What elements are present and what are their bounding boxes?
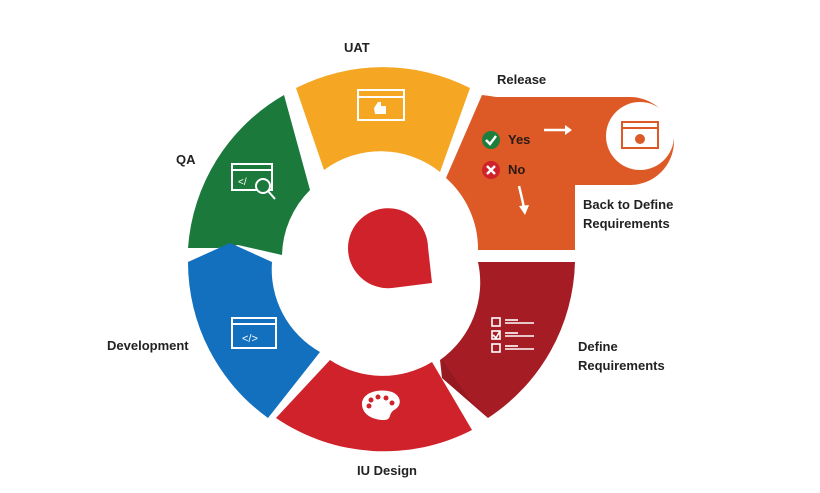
svg-text:</>: </>	[242, 333, 258, 345]
browser-code-icon: </>	[231, 317, 277, 349]
qa-segment	[188, 95, 310, 255]
back-to-define-label: Back to Define Requirements	[583, 195, 673, 233]
back-label-line2: Requirements	[583, 216, 670, 231]
browser-code-search-icon: </	[231, 163, 276, 200]
release-label: Release	[497, 72, 547, 87]
define-label: Define Requirements	[578, 337, 665, 375]
define-label-line1: Define	[578, 339, 618, 354]
browser-check-icon	[621, 121, 659, 149]
browser-thumbs-up-icon	[357, 89, 405, 121]
qa-label: QA	[176, 152, 196, 167]
checklist-icon	[491, 317, 534, 353]
paint-palette-icon	[362, 390, 400, 420]
arrow-down-icon	[517, 185, 529, 215]
design-label: IU Design	[357, 463, 417, 478]
development-segment	[187, 243, 320, 418]
center-logo	[348, 208, 432, 289]
development-label: Development	[107, 338, 189, 353]
no-x-icon	[482, 161, 500, 179]
uat-label: UAT	[344, 40, 370, 55]
no-label: No	[508, 162, 526, 177]
yes-label: Yes	[508, 132, 531, 147]
yes-check-icon	[482, 131, 500, 149]
define-label-line2: Requirements	[578, 358, 665, 373]
back-label-line1: Back to Define	[583, 197, 674, 212]
define-segment	[440, 262, 575, 418]
svg-text:</: </	[238, 177, 247, 188]
arrow-right-icon	[544, 125, 572, 135]
